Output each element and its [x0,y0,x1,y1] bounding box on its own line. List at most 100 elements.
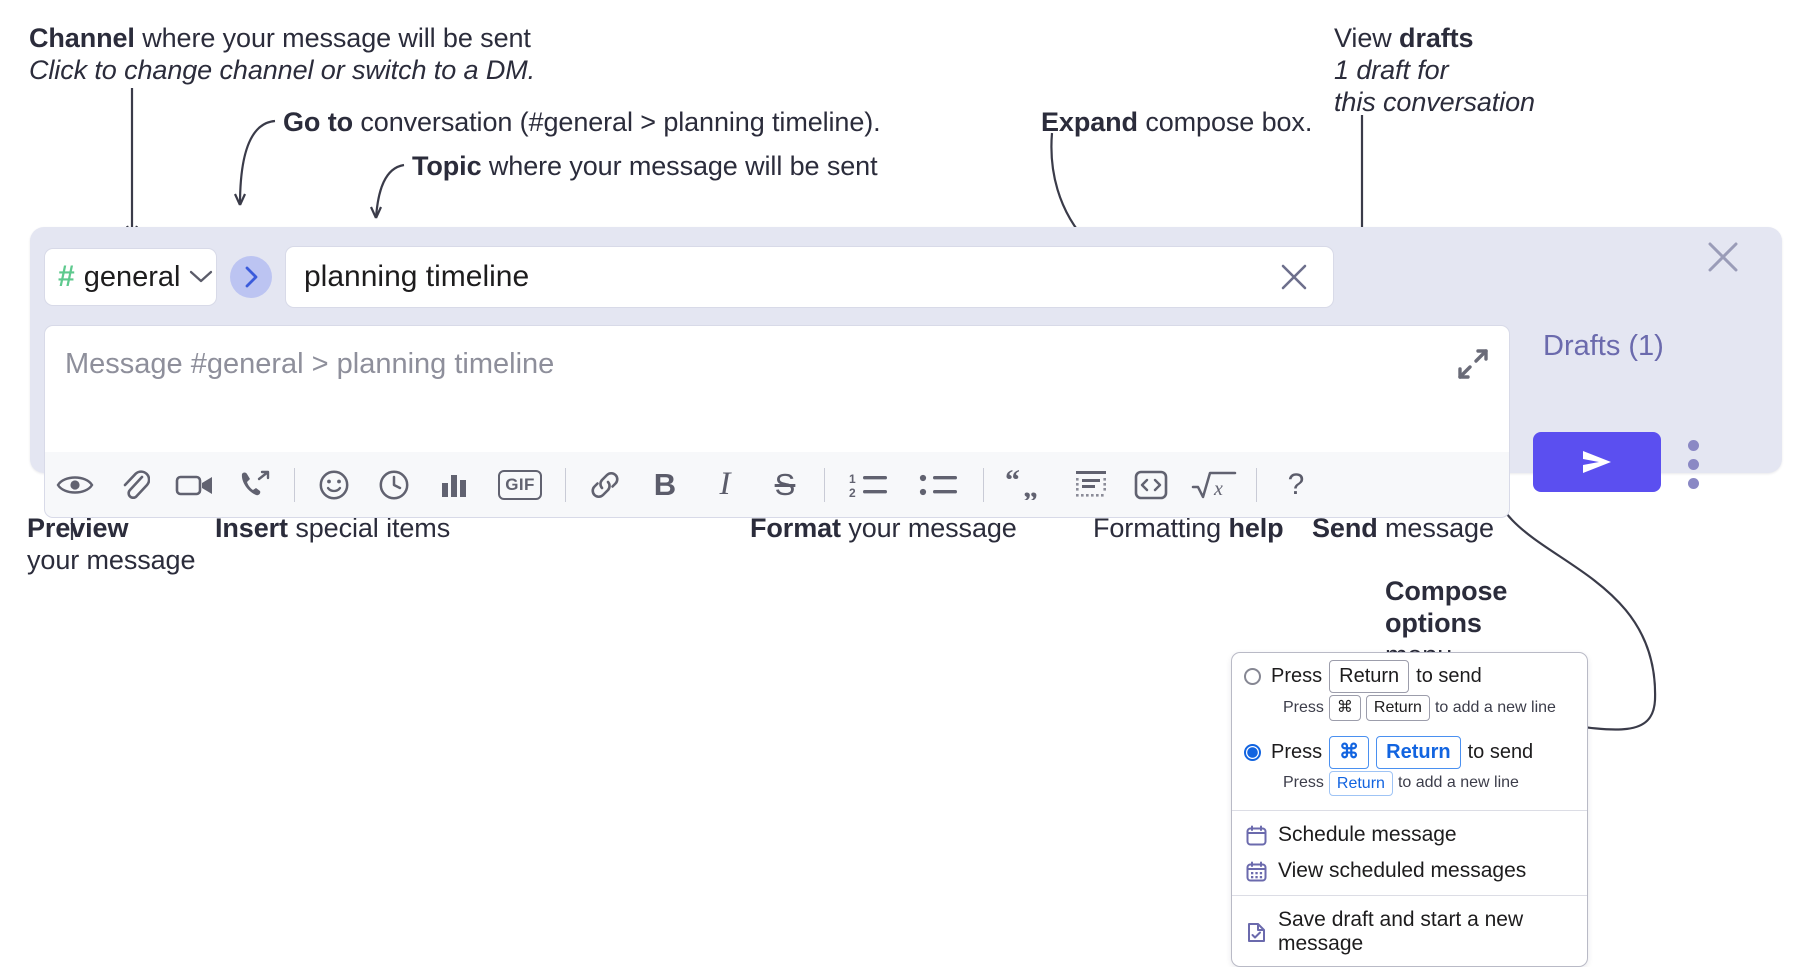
video-camera-icon[interactable] [165,452,225,518]
strikethrough-icon[interactable]: S [755,452,815,518]
link-icon[interactable] [575,452,635,518]
radio-icon[interactable] [1244,668,1261,685]
gif-icon[interactable]: GIF [484,452,556,518]
bold-label: B [653,466,677,502]
menu-item-save-draft[interactable]: Save draft and start a new message [1232,902,1587,966]
annotation-send-rest: message [1377,513,1494,543]
blockquote-icon[interactable]: “„ [993,452,1061,518]
calendar-schedule-icon [1246,825,1267,846]
annotation-topic: Topic where your message will be sent [412,150,878,182]
emoji-smiley-icon[interactable] [304,452,364,518]
message-placeholder: Message #general > planning timeline [65,348,555,380]
radio-option-sub-0: Press ⌘ Return to add a new line [1232,695,1587,729]
menu-item-schedule-message[interactable]: Schedule message [1232,817,1587,853]
key-command: ⌘ [1329,735,1370,769]
gif-label: GIF [498,469,542,500]
menu-item-label: View scheduled messages [1278,859,1527,883]
annotation-preview: Preview your message [27,512,237,576]
annotation-channel-sub: Click to change channel or switch to a D… [29,55,536,86]
inline-code-icon[interactable] [1121,452,1181,518]
compose-options-menu: Press Return to send Press ⌘ Return to a… [1231,652,1588,967]
key-command: ⌘ [1328,695,1361,721]
annotation-insert-bold: Insert [215,513,288,543]
channel-selector[interactable]: # general [44,248,217,306]
italic-label: I [719,466,731,502]
sub-pre-label: Press [1283,698,1324,716]
toolbar-divider [824,467,825,502]
annotation-drafts-bold: drafts [1399,23,1474,53]
annotation-expand: Expand compose box. [1041,106,1312,138]
svg-text:“: “ [1005,470,1020,497]
formatting-help-icon[interactable]: ? [1266,452,1326,518]
hash-icon: # [58,260,75,293]
close-icon[interactable] [1277,260,1317,294]
annotation-send: Send message [1312,512,1494,544]
annotation-send-bold: Send [1312,513,1378,543]
annotation-goto: Go to conversation (#general > planning … [283,106,881,138]
phone-call-icon[interactable] [225,452,285,518]
more-vertical-icon [1688,440,1699,451]
topic-input[interactable]: planning timeline [285,246,1334,308]
annotation-drafts-l3: this conversation [1334,87,1535,118]
svg-text:„: „ [1023,471,1038,500]
radio-icon-selected[interactable] [1244,743,1261,761]
goto-conversation-button[interactable] [230,256,272,298]
menu-item-label: Schedule message [1278,823,1457,847]
channel-name-label: general [83,260,181,293]
attachment-paperclip-icon[interactable] [105,452,165,518]
annotation-drafts-l2: 1 draft for [1334,55,1449,86]
annotation-preview-bold: Preview [27,513,129,543]
toolbar-divider [983,467,984,502]
menu-item-view-scheduled-messages[interactable]: View scheduled messages [1232,853,1587,889]
drafts-link[interactable]: Drafts (1) [1543,330,1664,362]
help-label: ? [1287,467,1305,501]
radio-option-sub-1: Press Return to add a new line [1232,770,1587,805]
more-vertical-icon [1688,478,1699,489]
bold-icon[interactable]: B [635,452,695,518]
code-block-icon[interactable] [1061,452,1121,518]
menu-item-label: Save draft and start a new message [1278,908,1524,956]
more-vertical-icon [1688,459,1699,470]
toolbar-divider [565,467,566,502]
poll-bar-chart-icon[interactable] [424,452,484,518]
annotation-insert: Insert special items [215,512,450,544]
annotation-goto-rest: conversation (#general > planning timeli… [352,107,881,137]
preview-icon[interactable] [45,452,105,518]
strikethrough-label: S [774,466,796,502]
key-return: Return [1376,735,1461,769]
radio-option-return-to-send[interactable]: Press Return to send [1232,653,1587,695]
compose-options-button[interactable] [1688,440,1699,489]
clock-icon[interactable] [364,452,424,518]
annotation-insert-rest: special items [287,513,451,543]
close-icon[interactable] [1704,238,1742,281]
annotation-copt-l1: Compose [1385,576,1508,606]
chevron-right-icon [243,266,259,288]
key-return: Return [1329,660,1410,693]
sub-post-label: to add a new line [1434,698,1556,716]
send-paper-plane-icon [1575,445,1619,479]
annotation-expand-bold: Expand [1041,107,1138,137]
radio-post-label: to send [1416,665,1482,687]
annotation-channel-rest: where your message will be sent [134,23,531,53]
annotation-topic-bold: Topic [412,151,482,181]
expand-diagonal-icon[interactable] [1455,346,1491,387]
toolbar-divider [1256,467,1257,502]
save-draft-icon [1246,922,1267,943]
menu-divider [1232,810,1587,812]
annotation-goto-bold: Go to [283,107,353,137]
bulleted-list-icon[interactable] [904,452,974,518]
annotation-copt-l2: options [1385,608,1482,639]
italic-icon[interactable]: I [695,452,755,518]
send-button[interactable] [1533,432,1661,492]
annotation-preview-rest: your message [27,545,196,576]
annotation-topic-rest: where your message will be sent [481,151,878,181]
radio-option-cmd-return-to-send[interactable]: Press ⌘ Return to send [1232,729,1587,771]
annotation-format-bold: Format [750,513,841,543]
radio-post-label: to send [1467,740,1534,763]
annotation-fhelp-bold: help [1228,513,1284,543]
math-formula-icon[interactable]: x [1181,452,1247,518]
toolbar-divider [294,467,295,502]
message-input[interactable]: Message #general > planning timeline [44,325,1510,475]
